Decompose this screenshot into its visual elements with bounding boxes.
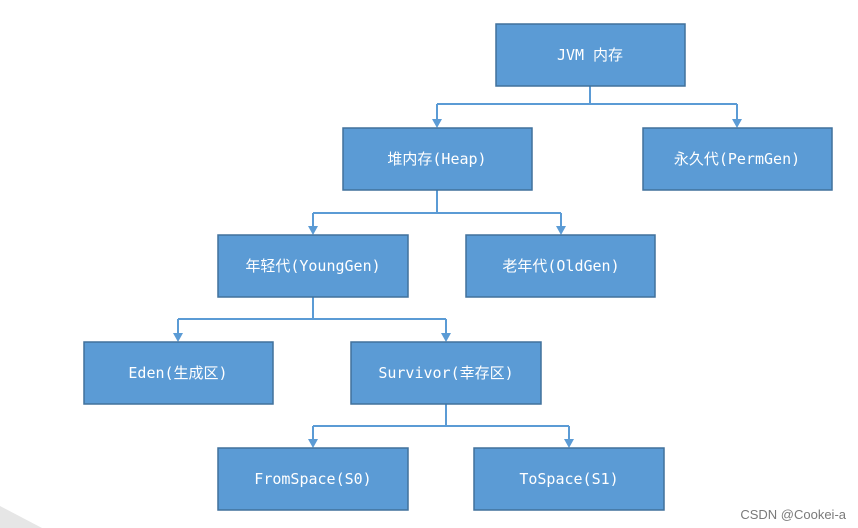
node-oldgen: 老年代(OldGen) <box>465 234 656 298</box>
node-eden: Eden(生成区) <box>83 341 274 405</box>
node-younggen: 年轻代(YoungGen) <box>217 234 409 298</box>
node-permgen: 永久代(PermGen) <box>642 127 833 191</box>
node-jvm-memory-label: JVM 内存 <box>557 46 623 64</box>
node-survivor: Survivor(幸存区) <box>350 341 542 405</box>
node-tospace: ToSpace(S1) <box>473 447 665 511</box>
node-fromspace: FromSpace(S0) <box>217 447 409 511</box>
node-heap: 堆内存(Heap) <box>342 127 533 191</box>
csdn-watermark: CSDN @Cookei-a <box>740 507 846 522</box>
connector-survivor-children <box>308 404 574 448</box>
node-younggen-label: 年轻代(YoungGen) <box>245 257 380 275</box>
node-tospace-label: ToSpace(S1) <box>519 470 618 488</box>
node-heap-label: 堆内存(Heap) <box>387 150 486 168</box>
connector-young-children <box>173 297 451 342</box>
node-fromspace-label: FromSpace(S0) <box>254 470 371 488</box>
node-eden-label: Eden(生成区) <box>128 364 227 382</box>
node-jvm-memory: JVM 内存 <box>495 23 686 87</box>
corner-mark <box>0 506 42 528</box>
node-permgen-label: 永久代(PermGen) <box>674 150 800 168</box>
node-survivor-label: Survivor(幸存区) <box>378 364 513 382</box>
connector-heap-children <box>308 190 566 235</box>
node-oldgen-label: 老年代(OldGen) <box>502 257 619 275</box>
connector-jvm-children <box>432 86 742 128</box>
